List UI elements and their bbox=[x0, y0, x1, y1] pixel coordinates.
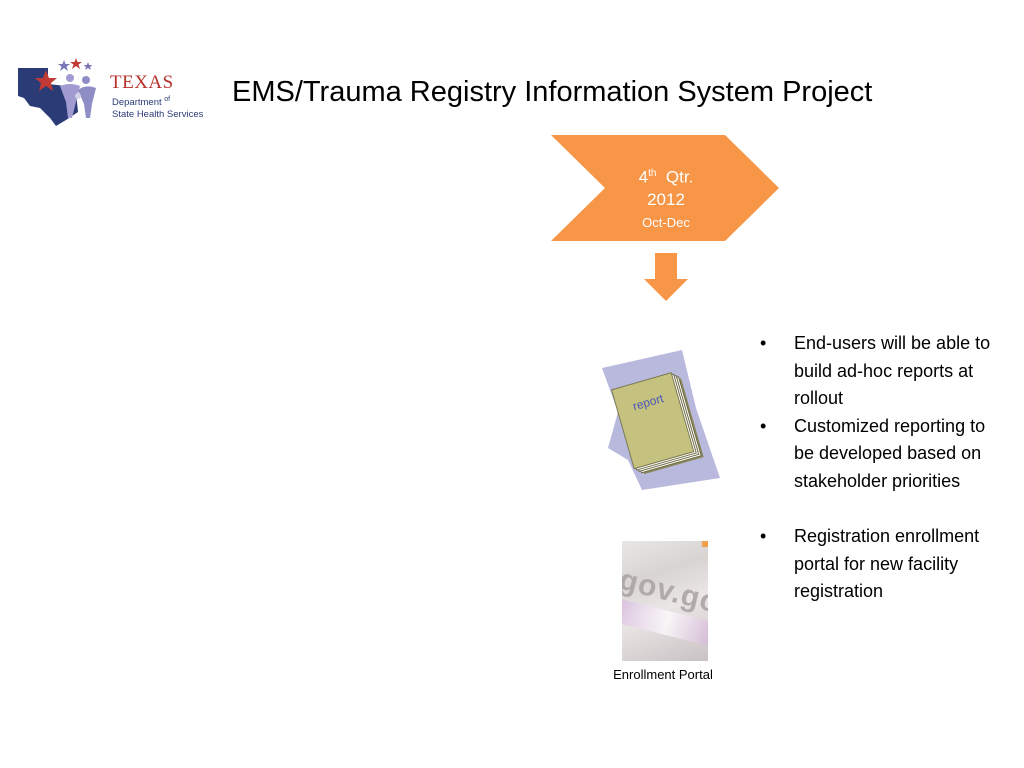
bullet-item: •End-users will be able to build ad-hoc … bbox=[760, 333, 991, 408]
enrollment-portal-image: gov.gov bbox=[622, 541, 708, 661]
quarter-label: 4th Qtr. 2012 bbox=[638, 167, 694, 209]
bullet-list: •End-users will be able to build ad-hoc … bbox=[760, 330, 1010, 606]
bullet-item: •Registration enrollment portal for new … bbox=[760, 526, 980, 601]
quarter-months: Oct-Dec bbox=[642, 215, 690, 230]
report-icon: report bbox=[598, 348, 720, 494]
logo-department-text: Department of State Health Services bbox=[112, 96, 204, 121]
slide-title: EMS/Trauma Registry Information System P… bbox=[232, 76, 873, 108]
quarter-chevron: 4th Qtr. 2012 Oct-Dec bbox=[551, 135, 779, 241]
logo-graphic-icon bbox=[18, 58, 96, 126]
chevron-shape-icon bbox=[551, 135, 779, 241]
down-arrow-icon bbox=[644, 253, 688, 301]
bullet-item: •Customized reporting to be developed ba… bbox=[760, 415, 986, 491]
enrollment-portal-caption: Enrollment Portal bbox=[613, 667, 713, 682]
image-corner bbox=[702, 541, 708, 547]
texas-dshs-logo: TEXAS Department of State Health Service… bbox=[14, 56, 209, 126]
logo-texas-text: TEXAS bbox=[110, 72, 174, 93]
